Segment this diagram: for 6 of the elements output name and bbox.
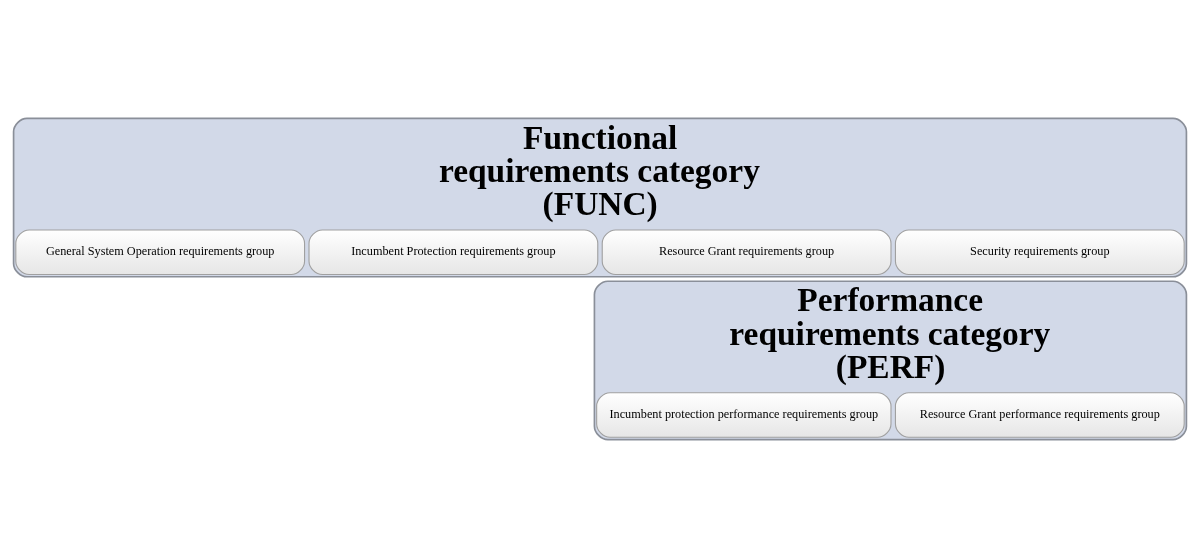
node-box: Incumbent Protection requirements group <box>308 229 599 276</box>
node-box: Resource Grant performance requirements group <box>894 392 1185 438</box>
node-box: General System Operation requirements group <box>15 229 306 276</box>
node-box: Security requirements group <box>894 229 1185 276</box>
node-box: Incumbent protection performance requirements group <box>596 392 892 438</box>
node-box: Resource Grant requirements group <box>601 229 892 276</box>
